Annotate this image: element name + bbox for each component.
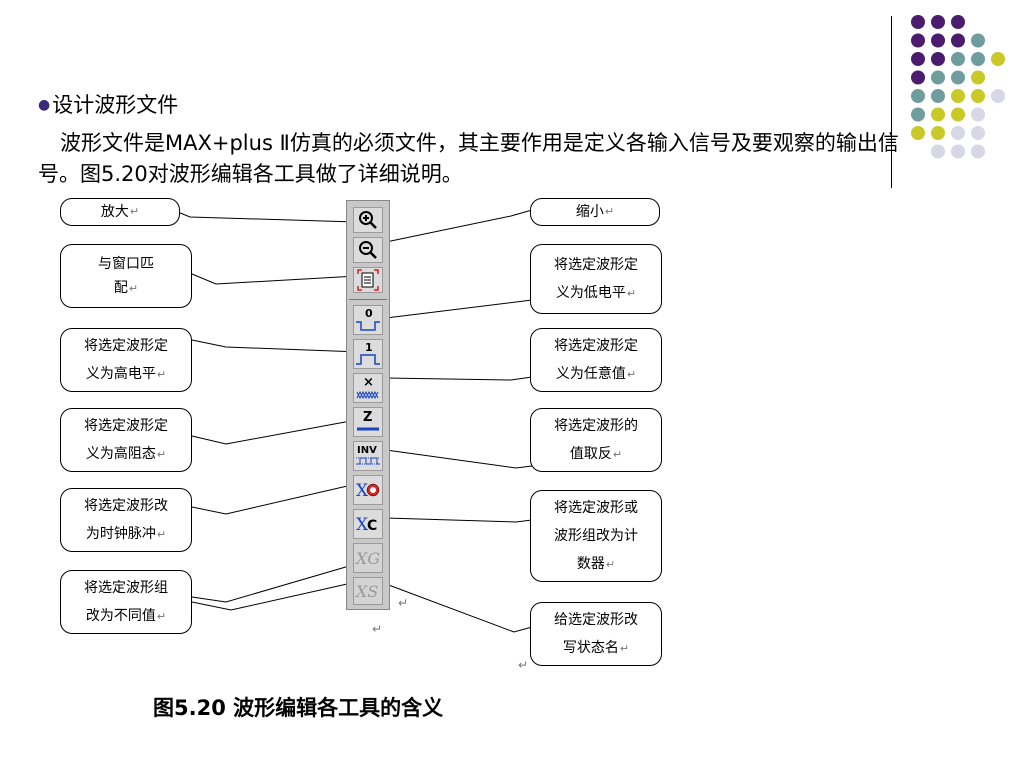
return-mark: ↵ <box>518 658 529 672</box>
svg-text:XS: XS <box>355 582 378 601</box>
decorative-dot <box>951 126 965 140</box>
decorative-dot <box>911 89 925 103</box>
set-clock-button[interactable]: X <box>353 475 383 505</box>
callout-set-highz: 将选定波形定 义为高阻态↵ <box>60 408 192 472</box>
zoom-out-button[interactable] <box>353 237 383 263</box>
set-low-button[interactable]: 0 <box>353 305 383 335</box>
bullet-icon: ● <box>38 97 51 113</box>
callout-zoom-in: 放大↵ <box>60 198 180 226</box>
high-level-icon: 1 <box>356 341 380 365</box>
bullet-heading: ●设计波形文件 <box>38 92 178 118</box>
counter-icon: X C <box>356 515 377 535</box>
svg-text:×: × <box>363 375 374 390</box>
invert-button[interactable]: INV <box>353 441 383 471</box>
zoom-in-button[interactable] <box>353 207 383 233</box>
decorative-dot <box>951 107 965 122</box>
decorative-dot <box>931 33 945 48</box>
low-level-icon: 0 <box>356 307 380 331</box>
decorative-dot <box>971 107 985 122</box>
decorative-dot <box>951 15 965 29</box>
fit-window-button[interactable] <box>353 267 383 293</box>
callout-set-any: 将选定波形定 义为任意值↵ <box>530 328 662 392</box>
set-state-button[interactable]: XS <box>353 577 383 605</box>
invert-icon: INV <box>356 445 380 465</box>
callout-set-low: 将选定波形定 义为低电平↵ <box>530 244 662 314</box>
decorative-dot <box>971 52 985 66</box>
high-impedance-icon: Z <box>357 410 379 431</box>
decorative-dot <box>971 70 985 85</box>
svg-text:C: C <box>367 518 377 534</box>
decorative-dot <box>911 15 925 29</box>
svg-text:Z: Z <box>363 410 372 425</box>
callout-zoom-out: 缩小↵ <box>530 198 660 226</box>
decorative-dot <box>951 33 965 48</box>
decorative-dot <box>931 89 945 103</box>
figure-caption: 图5.20 波形编辑各工具的含义 <box>153 696 444 720</box>
decorative-dot <box>951 70 965 85</box>
set-highz-button[interactable]: Z <box>353 407 383 437</box>
paragraph-text: 波形文件是MAX+plus Ⅱ仿真的必须文件，其主要作用是定义各输入信号及要观察… <box>38 131 899 186</box>
return-mark: ↵ <box>398 596 409 610</box>
decorative-dot <box>931 144 945 159</box>
toolbar-figure: 放大↵ 与窗口匹 配↵ 将选定波形定 义为高电平↵ 将选定波形定 义为高阻态↵ … <box>56 192 668 674</box>
return-mark: ↵ <box>372 622 383 636</box>
callout-set-clock: 将选定波形改 为时钟脉冲↵ <box>60 488 192 552</box>
set-counter-button[interactable]: X C <box>353 509 383 539</box>
decorative-dot <box>911 70 925 85</box>
decorative-dot <box>911 33 925 48</box>
svg-text:INV: INV <box>357 445 377 456</box>
svg-text:X: X <box>356 481 369 501</box>
fit-window-icon <box>357 269 379 291</box>
decorative-dot <box>931 107 945 122</box>
clock-icon: X <box>356 481 380 501</box>
group-value-icon: XG <box>355 549 380 568</box>
decorative-dot <box>971 126 985 140</box>
svg-text:XG: XG <box>355 549 380 568</box>
set-group-button[interactable]: XG <box>353 543 383 573</box>
decorative-dot <box>911 52 925 66</box>
callout-invert: 将选定波形的 值取反↵ <box>530 408 662 472</box>
svg-text:0: 0 <box>365 307 373 320</box>
callout-set-group: 将选定波形组 改为不同值↵ <box>60 570 192 634</box>
bullet-text: 设计波形文件 <box>52 93 179 117</box>
decorative-dot <box>971 33 985 48</box>
waveform-toolbar: 0 1 × Z INV <box>346 200 390 610</box>
decorative-dot <box>951 89 965 103</box>
vertical-divider <box>891 16 892 188</box>
decorative-dot <box>931 15 945 29</box>
zoom-in-icon <box>359 211 377 229</box>
svg-text:X: X <box>356 515 369 535</box>
callout-set-state: 给选定波形改 写状态名↵ <box>530 602 662 666</box>
decorative-dot <box>931 52 945 66</box>
decorative-dot <box>991 89 1005 103</box>
svg-text:1: 1 <box>365 341 373 354</box>
decorative-dot <box>931 70 945 85</box>
decorative-dot <box>951 52 965 66</box>
decorative-dot <box>991 52 1005 66</box>
decorative-dot <box>911 107 925 122</box>
zoom-out-icon <box>359 241 377 259</box>
decorative-dot <box>931 126 945 140</box>
state-name-icon: XS <box>355 582 378 601</box>
decorative-dot <box>971 89 985 103</box>
set-high-button[interactable]: 1 <box>353 339 383 369</box>
body-paragraph: 波形文件是MAX+plus Ⅱ仿真的必须文件，其主要作用是定义各输入信号及要观察… <box>38 128 918 190</box>
callout-set-counter: 将选定波形或 波形组改为计 数器↵ <box>530 490 662 582</box>
dont-care-icon: × <box>356 375 379 400</box>
decorative-dot <box>971 144 985 159</box>
callout-set-high: 将选定波形定 义为高电平↵ <box>60 328 192 392</box>
set-any-button[interactable]: × <box>353 373 383 403</box>
decorative-dot <box>951 144 965 159</box>
callout-fit-window: 与窗口匹 配↵ <box>60 244 192 308</box>
